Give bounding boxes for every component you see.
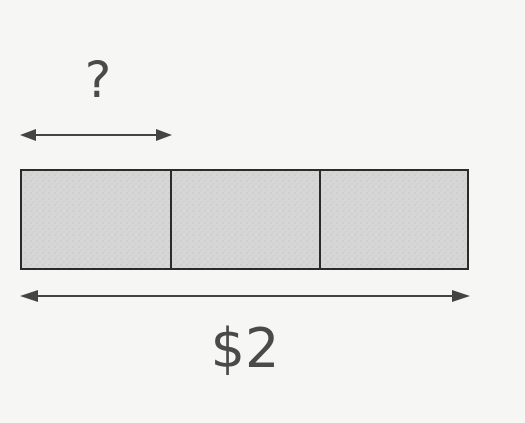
total-amount-label: $2 — [210, 317, 280, 380]
tape-part-2 — [170, 169, 321, 270]
part-width-arrow — [20, 129, 172, 141]
unknown-part-label: ? — [84, 51, 112, 109]
tape-bar — [20, 169, 469, 270]
tape-part-3 — [319, 169, 469, 270]
total-width-arrow — [20, 290, 470, 302]
tape-part-1 — [20, 169, 172, 270]
